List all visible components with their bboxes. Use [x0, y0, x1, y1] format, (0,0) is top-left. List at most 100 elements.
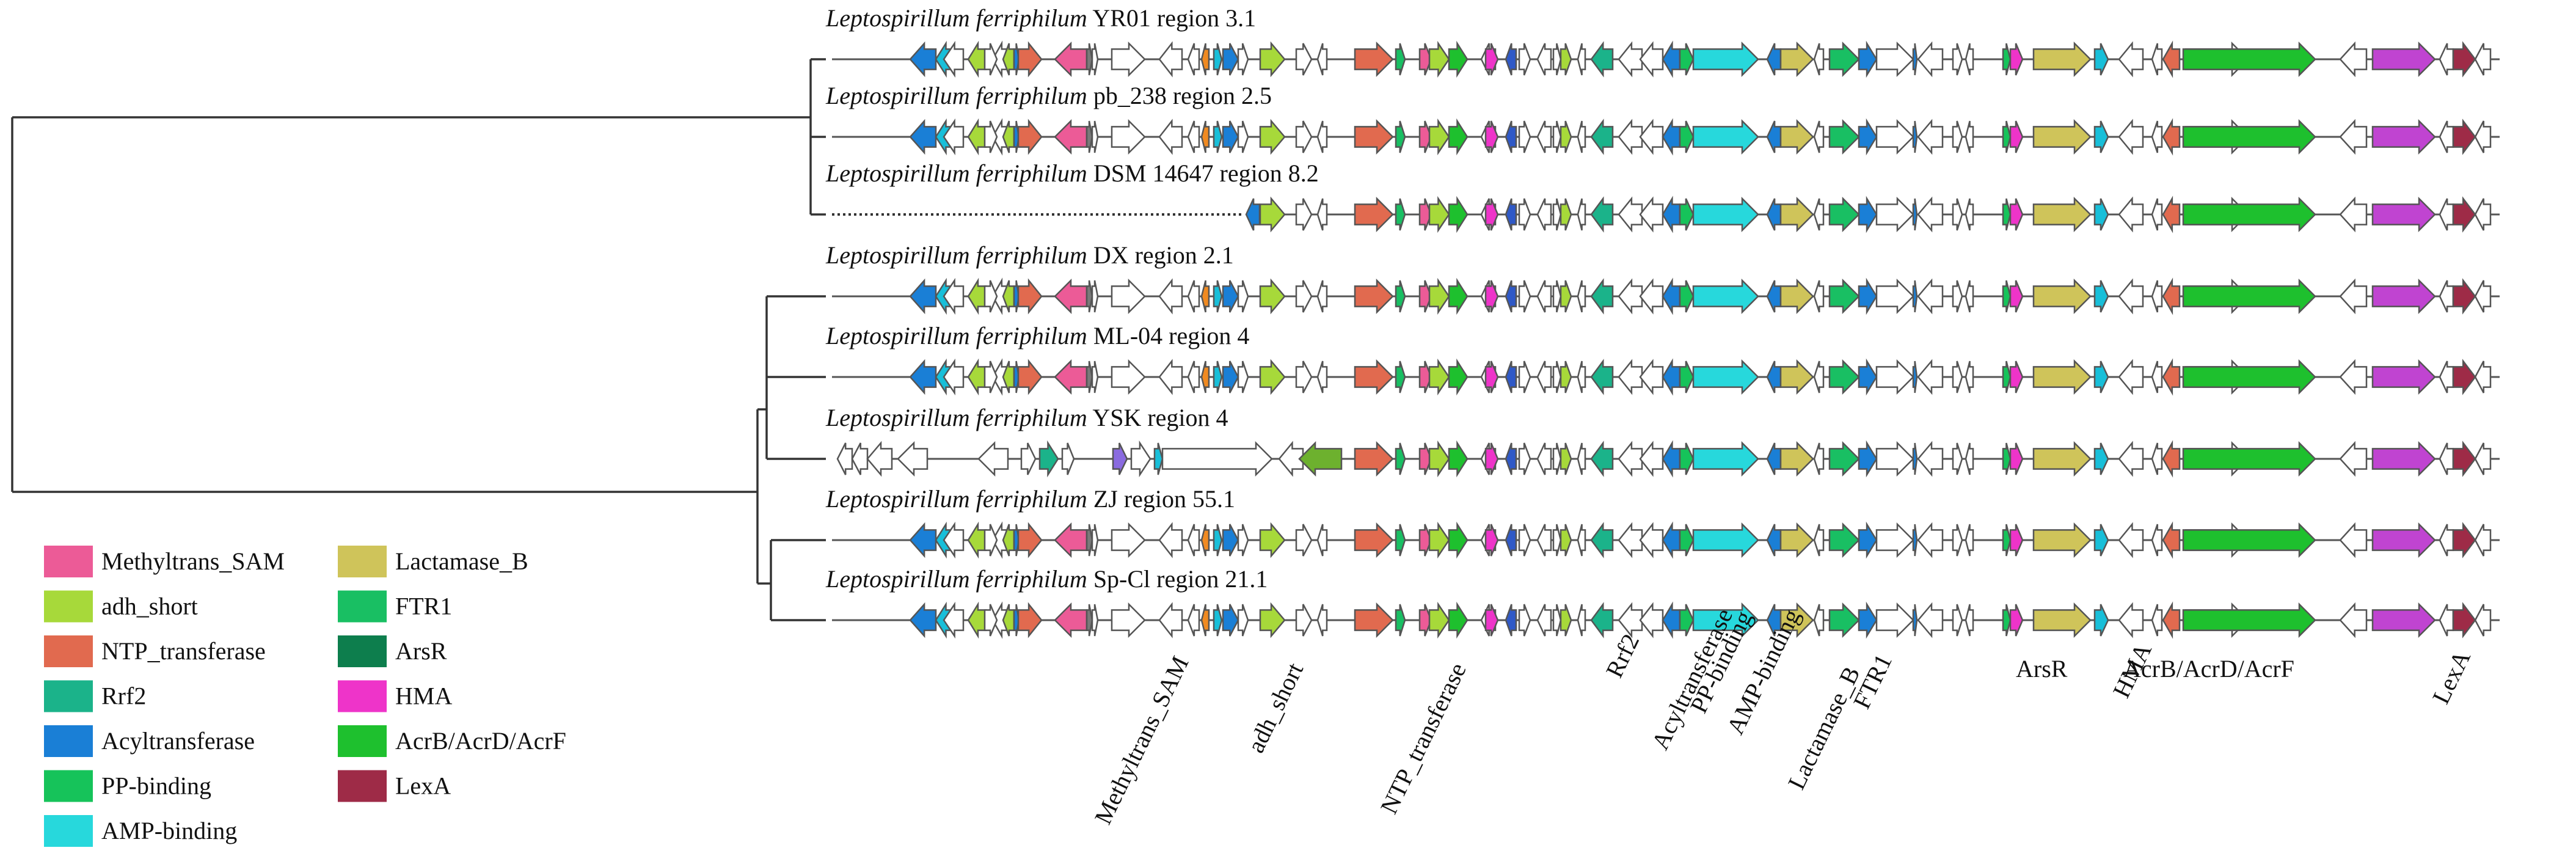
gene-arrow — [1536, 120, 1552, 153]
gene-arrow — [2151, 604, 2163, 637]
legend-item: adh_short — [44, 590, 198, 623]
gene-arrow — [1054, 278, 1088, 315]
gene-arrow — [1875, 278, 1914, 315]
gene-arrow — [1590, 196, 1614, 233]
gene-arrow — [1085, 120, 1093, 153]
gene-arrow — [1518, 120, 1531, 153]
gene-arrow — [1002, 120, 1015, 153]
gene-arrow — [1813, 280, 1825, 313]
legend-swatch — [338, 770, 387, 802]
gene-arrow — [1316, 604, 1328, 637]
gene-arrow — [836, 442, 853, 475]
gene-arrow — [1679, 120, 1695, 153]
track-4: Leptospirillum ferriphilum DX region 2.1 — [825, 241, 2500, 315]
gene-arrow — [2474, 280, 2492, 313]
gene-arrow — [2093, 604, 2109, 637]
gene-arrow — [1813, 120, 1825, 153]
gene-arrow — [1679, 280, 1695, 313]
gene-arrow — [2032, 41, 2092, 78]
gene-arrow — [1418, 524, 1432, 557]
gene-arrow — [1245, 198, 1261, 231]
gene-arrow — [1779, 522, 1814, 558]
track-7: Leptospirillum ferriphilum ZJ region 55.… — [825, 485, 2500, 559]
gene-arrow — [2339, 441, 2368, 477]
gene-arrow — [1766, 43, 1782, 76]
gene-arrow — [1017, 41, 1043, 78]
gene-arrow — [1448, 440, 1469, 478]
gene-arrow — [1484, 120, 1499, 153]
gene-arrow — [2452, 196, 2476, 233]
gene-arrow — [1428, 277, 1450, 315]
gene-arrow — [1222, 120, 1239, 153]
gene-arrow — [1662, 601, 1681, 639]
gene-arrow — [1213, 604, 1223, 637]
gene-arrow — [1952, 43, 1963, 76]
gene-arrow — [1418, 442, 1432, 475]
gene-cluster-tracks: Leptospirillum ferriphilum YR01 region 3… — [825, 4, 2500, 639]
gene-arrow — [983, 524, 998, 557]
gene-arrow — [1505, 280, 1517, 313]
gene-arrow — [977, 441, 1009, 477]
legend-swatch — [338, 590, 387, 623]
gene-arrow — [1091, 43, 1099, 76]
gene-arrow — [1662, 277, 1681, 315]
gene-arrow — [1766, 442, 1782, 475]
gene-arrow — [2439, 198, 2454, 231]
track-species: Leptospirillum ferriphilum — [825, 565, 1087, 593]
track-strain: ML-04 region 4 — [1087, 322, 1250, 349]
gene-arrow — [1639, 359, 1664, 395]
gene-arrow — [1111, 359, 1146, 395]
gene-arrow — [1952, 442, 1963, 475]
gene-arrow — [1428, 601, 1450, 639]
gene-arrow — [1917, 119, 1944, 155]
legend-item: AcrB/AcrD/AcrF — [338, 725, 566, 757]
gene-arrow — [1536, 360, 1552, 393]
gene-arrow — [1395, 120, 1406, 153]
gene-arrow — [2182, 441, 2316, 477]
gene-arrow — [1395, 280, 1406, 313]
gene-arrow — [1222, 524, 1239, 557]
gene-arrow — [1222, 604, 1239, 637]
gene-arrow — [1518, 524, 1531, 557]
gene-arrow — [1639, 119, 1664, 155]
gene-arrow — [1618, 41, 1643, 78]
track-strain: YSK region 4 — [1087, 404, 1228, 431]
gene-arrow — [2162, 358, 2181, 396]
gene-arrow — [1354, 196, 1394, 233]
gene-arrow — [1161, 441, 1273, 477]
gene-arrow — [1679, 524, 1695, 557]
gene-arrow — [1354, 359, 1394, 395]
gene-arrow — [2009, 280, 2024, 313]
track-strain: YR01 region 3.1 — [1087, 4, 1256, 32]
gene-arrow — [1560, 43, 1572, 76]
gene-arrow — [1187, 360, 1200, 393]
gene-arrow — [2151, 43, 2163, 76]
gene-arrow — [1766, 604, 1782, 637]
gene-arrow — [1577, 280, 1586, 313]
gene-arrow — [2182, 196, 2316, 233]
gene-arrow — [1590, 119, 1614, 155]
gene-arrow — [1259, 196, 1286, 233]
gene-arrow — [2371, 278, 2436, 315]
gene-arrow — [2452, 119, 2476, 155]
gene-arrow — [1875, 196, 1914, 233]
gene-arrow — [1448, 601, 1469, 639]
gene-arrow — [1560, 280, 1572, 313]
gene-arrow — [2474, 442, 2492, 475]
gene-arrow — [1484, 442, 1499, 475]
gene-arrow — [1912, 442, 1918, 475]
gene-arrow — [1952, 120, 1963, 153]
gene-arrow — [1518, 442, 1531, 475]
track-2: Leptospirillum ferriphilum pb_238 region… — [825, 82, 2500, 156]
gene-arrow — [2118, 602, 2144, 638]
gene-arrow — [1858, 277, 1878, 315]
gene-arrow — [1552, 442, 1562, 475]
gene-arrow — [1017, 602, 1043, 638]
gene-arrow — [1237, 604, 1249, 637]
legend-swatch — [338, 680, 387, 712]
legend-label: Acyltransferase — [101, 727, 255, 755]
gene-arrow — [2452, 41, 2476, 78]
gene-arrow — [1813, 198, 1825, 231]
gene-arrow — [1692, 41, 1759, 78]
